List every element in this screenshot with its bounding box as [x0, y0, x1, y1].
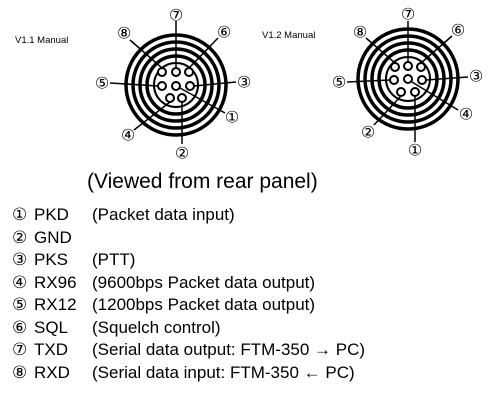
- pin-name: RX96: [34, 272, 77, 292]
- svg-text:③: ③: [469, 67, 483, 86]
- pin-name: GND: [34, 227, 72, 247]
- svg-text:④: ④: [121, 126, 135, 145]
- pin-name: RXD: [34, 362, 70, 382]
- pin-row: ⑥ SQL (Squelch control): [12, 317, 365, 340]
- pin-name: TXD: [34, 340, 68, 359]
- pin-row: ① PKD (Packet data input): [12, 204, 365, 227]
- svg-text:⑧: ⑧: [353, 23, 367, 42]
- v12-manual-label: V1.2 Manual: [262, 30, 315, 41]
- svg-text:①: ①: [225, 108, 239, 127]
- pin-name: PKS: [34, 250, 69, 269]
- pin-number: ①: [12, 205, 28, 224]
- pin-description: (Packet data input): [92, 205, 235, 224]
- pin-row: ⑦ TXD (Serial data output: FTM-350 → PC): [12, 339, 365, 362]
- pin-name: SQL: [34, 317, 69, 337]
- pin-number: ②: [12, 227, 28, 247]
- svg-text:⑤: ⑤: [95, 74, 109, 93]
- pin-description: (9600bps Packet data output): [92, 272, 316, 292]
- pin-row: ③ PKS (PTT): [12, 249, 365, 272]
- svg-text:⑥: ⑥: [217, 23, 231, 42]
- diagram-caption: (Viewed from rear panel): [87, 170, 318, 193]
- v11-manual-label: V1.1 Manual: [15, 35, 68, 46]
- pin-row: ② GND: [12, 227, 365, 250]
- connector-diagram: V1.1 Manual ⑦ ⑧ ⑥ ⑤: [15, 5, 483, 163]
- svg-text:⑦: ⑦: [401, 5, 415, 24]
- pin-number: ⑧: [12, 362, 28, 382]
- svg-text:⑦: ⑦: [169, 6, 183, 25]
- pin-list: ① PKD (Packet data input) ② GND ③ PKS (PTT) ④…: [12, 204, 365, 384]
- connector-v11: V1.1 Manual ⑦ ⑧ ⑥ ⑤: [15, 6, 251, 163]
- svg-text:②: ②: [175, 144, 189, 163]
- pin-description: (Squelch control): [92, 317, 221, 337]
- pin-name: RX12: [34, 295, 77, 314]
- pin-number: ③: [12, 250, 28, 269]
- pin-row: ④ RX96 (9600bps Packet data output): [12, 272, 365, 295]
- pin-row: ⑧ RXD (Serial data input: FTM-350 ← PC): [12, 362, 365, 385]
- pin-number: ⑦: [12, 340, 28, 359]
- svg-text:⑥: ⑥: [451, 21, 465, 40]
- pin-description: (PTT): [92, 250, 136, 269]
- svg-text:②: ②: [361, 123, 375, 142]
- svg-text:③: ③: [237, 73, 251, 92]
- pin-description: (1200bps Packet data output): [92, 295, 316, 314]
- svg-text:⑧: ⑧: [117, 24, 131, 43]
- pin-description: (Serial data output: FTM-350 → PC): [92, 340, 366, 359]
- connector-v12: V1.2 Manual ⑦ ⑧ ⑥ ⑤: [262, 5, 483, 160]
- pin-description: (Serial data input: FTM-350 ← PC): [92, 362, 355, 382]
- pin-number: ④: [12, 272, 28, 292]
- pin-row: ⑤ RX12 (1200bps Packet data output): [12, 294, 365, 317]
- svg-text:①: ①: [408, 141, 422, 160]
- svg-text:⑤: ⑤: [332, 73, 346, 92]
- pin-name: PKD: [34, 205, 69, 224]
- svg-text:④: ④: [459, 105, 473, 124]
- pin-number: ⑥: [12, 317, 28, 337]
- pin-number: ⑤: [12, 295, 28, 314]
